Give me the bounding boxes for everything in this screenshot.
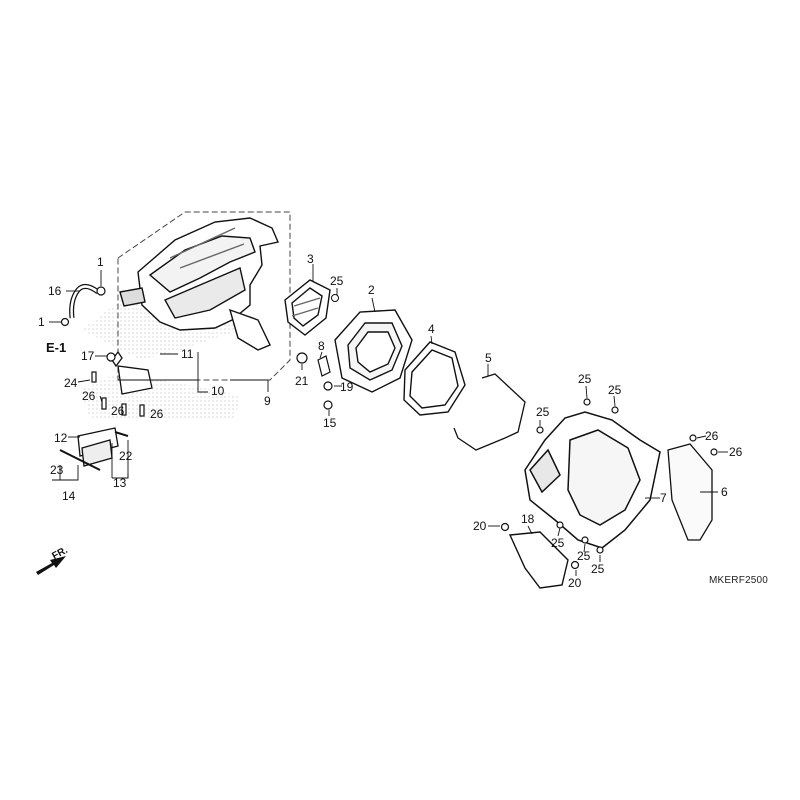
callout-25-e: 25 — [551, 536, 565, 550]
callout-3: 3 — [307, 252, 314, 266]
front-direction-arrow — [36, 556, 66, 575]
air-filter-element-2 — [334, 309, 413, 393]
callout-21: 21 — [295, 374, 309, 388]
callout-17: 17 — [81, 349, 95, 363]
callout-26-d: 26 — [705, 429, 719, 443]
duct-bracket-13 — [59, 427, 129, 471]
bolts-right — [500, 398, 718, 570]
callout-4: 4 — [428, 322, 435, 336]
bolt-25a — [331, 294, 339, 302]
callout-22: 22 — [119, 449, 133, 463]
callout-9: 9 — [264, 394, 271, 408]
callout-2: 2 — [368, 283, 375, 297]
callout-26-c: 26 — [150, 407, 164, 421]
callout-25-c: 25 — [608, 383, 622, 397]
diagram-code: MKERF2500 — [709, 575, 769, 586]
callout-12: 12 — [54, 431, 68, 445]
callout-20-a: 20 — [473, 519, 487, 533]
callout-26-b: 26 — [111, 404, 125, 418]
callout-13: 13 — [113, 476, 127, 490]
callout-1-top: 1 — [97, 255, 104, 269]
leader-lines — [49, 264, 728, 576]
callout-25-b: 25 — [578, 372, 592, 386]
callout-16: 16 — [48, 284, 62, 298]
callout-20-b: 20 — [568, 576, 582, 590]
callout-14: 14 — [62, 489, 76, 503]
callout-6: 6 — [721, 485, 728, 499]
callout-25-f: 25 — [577, 549, 591, 563]
cover-7 — [524, 411, 661, 549]
callout-5: 5 — [485, 351, 492, 365]
callout-26-a: 26 — [82, 389, 96, 403]
callout-25-d: 25 — [536, 405, 550, 419]
screws-26 — [91, 352, 145, 417]
callout-1-left: 1 — [38, 315, 45, 329]
clip-1b — [60, 317, 70, 327]
callout-23: 23 — [50, 463, 64, 477]
reference-e1: E-1 — [46, 340, 67, 355]
callout-25-a: 25 — [330, 274, 344, 288]
callout-8: 8 — [318, 339, 325, 353]
callout-25-g: 25 — [591, 562, 605, 576]
clip-1a — [96, 286, 106, 296]
callout-26-e: 26 — [729, 445, 743, 459]
screen-3 — [284, 279, 331, 336]
callout-11: 11 — [181, 347, 194, 361]
bracket-18 — [508, 531, 569, 589]
callout-19: 19 — [340, 380, 354, 394]
air-cleaner-housing — [119, 217, 279, 351]
small-parts — [296, 352, 333, 410]
callout-18: 18 — [521, 512, 535, 526]
side-panel-6 — [667, 443, 713, 541]
callout-10: 10 — [211, 384, 225, 398]
callout-24: 24 — [64, 376, 78, 390]
seal-frame-4 — [403, 341, 466, 416]
wire-seal-5 — [453, 373, 526, 451]
callout-15: 15 — [323, 416, 337, 430]
callout-7: 7 — [660, 491, 667, 505]
